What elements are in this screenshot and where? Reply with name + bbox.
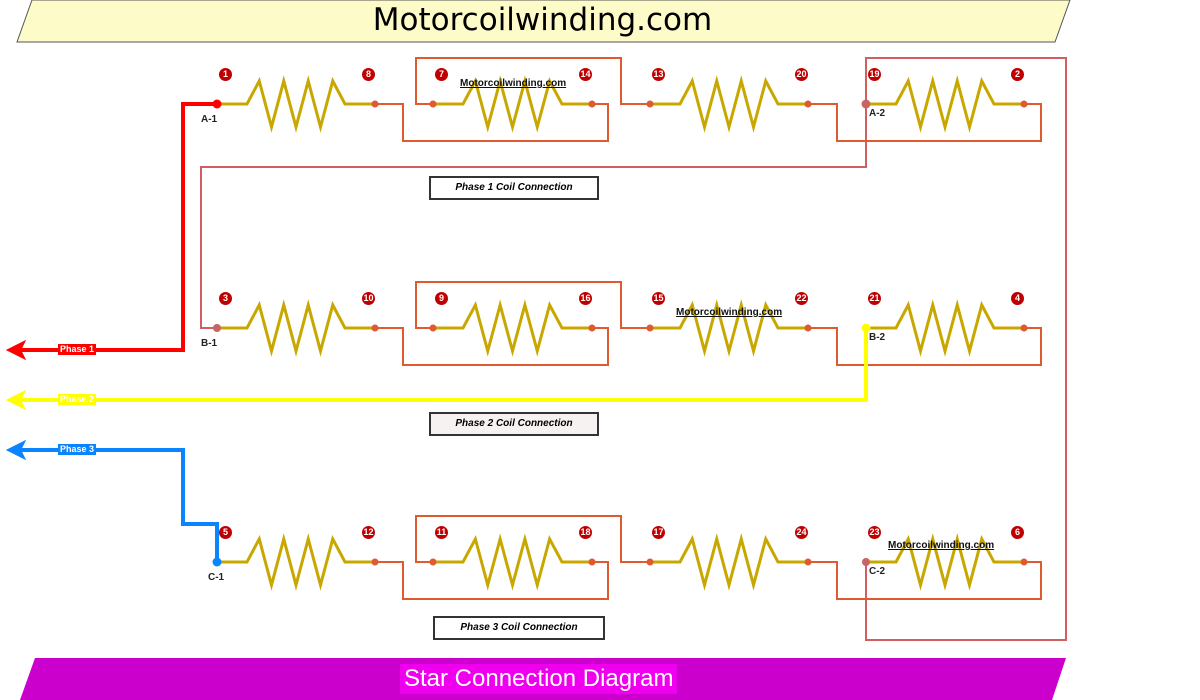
- footer-title: Star Connection Diagram: [400, 664, 678, 694]
- terminal-dot: [588, 100, 596, 108]
- phase1-arrow-icon: [5, 339, 27, 361]
- phase3-arrow-icon: [5, 439, 27, 461]
- coil-1-8: [217, 75, 375, 133]
- phase-start-label: C-1: [208, 572, 225, 583]
- coil-9-16: [433, 299, 592, 357]
- coil-13-20: [650, 75, 808, 133]
- phase2-wire: [20, 328, 868, 402]
- terminal-number: 1: [219, 68, 232, 81]
- terminal-number: 19: [868, 68, 881, 81]
- terminal-dot: [371, 324, 379, 332]
- terminal-number: 13: [652, 68, 665, 81]
- loop-wire: [808, 327, 1042, 366]
- b1-terminal: [213, 324, 221, 332]
- loop-wire: [808, 103, 1042, 142]
- terminal-number: 14: [579, 68, 592, 81]
- c2-terminal: [862, 558, 870, 566]
- terminal-dot: [371, 100, 379, 108]
- terminal-dot: [804, 100, 812, 108]
- phase2-arrow-icon: [5, 389, 27, 411]
- phase-start-label: A-1: [201, 114, 218, 125]
- phase1-label: Phase 1: [58, 344, 97, 355]
- terminal-number: 15: [652, 292, 665, 305]
- phase-end-label: B-2: [869, 332, 886, 343]
- terminal-number: 5: [219, 526, 232, 539]
- terminal-dot: [804, 558, 812, 566]
- terminal-dot: [1020, 558, 1028, 566]
- terminal-dot: [429, 100, 437, 108]
- c1-terminal: [212, 557, 222, 567]
- terminal-dot: [588, 324, 596, 332]
- neutral-wire: [865, 57, 1067, 641]
- terminal-number: 20: [795, 68, 808, 81]
- phase1-connection-box: Phase 1 Coil Connection: [429, 176, 599, 200]
- terminal-number: 24: [795, 526, 808, 539]
- terminal-number: 9: [435, 292, 448, 305]
- terminal-number: 11: [435, 526, 448, 539]
- phase2-label: Phase 2: [58, 394, 97, 405]
- terminal-number: 8: [362, 68, 375, 81]
- coil-19-2: [866, 75, 1024, 133]
- watermark-text: Motorcoilwinding.com: [888, 540, 995, 551]
- phase1-wire: [20, 102, 217, 352]
- coil-7-14: [433, 75, 592, 133]
- terminal-number: 4: [1011, 292, 1024, 305]
- coil-5-12: [217, 533, 375, 591]
- loop-wire: [375, 561, 609, 600]
- terminal-dot: [1020, 100, 1028, 108]
- coil-17-24: [650, 533, 808, 591]
- terminal-number: 12: [362, 526, 375, 539]
- terminal-dot: [588, 558, 596, 566]
- loop-wire: [415, 515, 650, 563]
- phase3-connection-box: Phase 3 Coil Connection: [433, 616, 605, 640]
- terminal-number: 10: [362, 292, 375, 305]
- phase-end-label: A-2: [869, 108, 886, 119]
- loop-wire: [415, 281, 650, 329]
- a2-to-b1-wire: [200, 140, 867, 329]
- terminal-number: 18: [579, 526, 592, 539]
- loop-wire: [375, 327, 609, 366]
- coil-23-6: [866, 533, 1024, 591]
- terminal-dot: [371, 558, 379, 566]
- terminal-dot: [646, 558, 654, 566]
- header-banner: [16, 0, 1071, 43]
- b2-terminal: [861, 323, 871, 333]
- watermark-text: Motorcoilwinding.com: [676, 307, 783, 318]
- phase3-label: Phase 3: [58, 444, 97, 455]
- loop-wire: [375, 103, 609, 142]
- header-title: Motorcoilwinding.com: [372, 2, 713, 38]
- coil-3-10: [217, 299, 375, 357]
- phase2-connection-box: Phase 2 Coil Connection: [429, 412, 599, 436]
- terminal-number: 2: [1011, 68, 1024, 81]
- terminal-number: 3: [219, 292, 232, 305]
- a2-terminal: [861, 99, 871, 109]
- terminal-number: 16: [579, 292, 592, 305]
- loop-wire: [808, 561, 1042, 600]
- terminal-number: 17: [652, 526, 665, 539]
- terminal-dot: [429, 558, 437, 566]
- coil-11-18: [433, 533, 592, 591]
- terminal-number: 6: [1011, 526, 1024, 539]
- terminal-number: 22: [795, 292, 808, 305]
- phase-end-label: C-2: [869, 566, 886, 577]
- terminal-dot: [429, 324, 437, 332]
- terminal-dot: [1020, 324, 1028, 332]
- terminal-dot: [804, 324, 812, 332]
- terminal-dot: [646, 100, 654, 108]
- coil-15-22: [650, 299, 808, 357]
- loop-wire: [415, 57, 650, 105]
- phase-start-label: B-1: [201, 338, 218, 349]
- terminal-number: 7: [435, 68, 448, 81]
- watermark-text: Motorcoilwinding.com: [460, 78, 567, 89]
- terminal-number: 21: [868, 292, 881, 305]
- a1-terminal: [212, 99, 222, 109]
- terminal-dot: [646, 324, 654, 332]
- coil-21-4: [866, 299, 1024, 357]
- phase3-wire: [20, 448, 219, 562]
- terminal-number: 23: [868, 526, 881, 539]
